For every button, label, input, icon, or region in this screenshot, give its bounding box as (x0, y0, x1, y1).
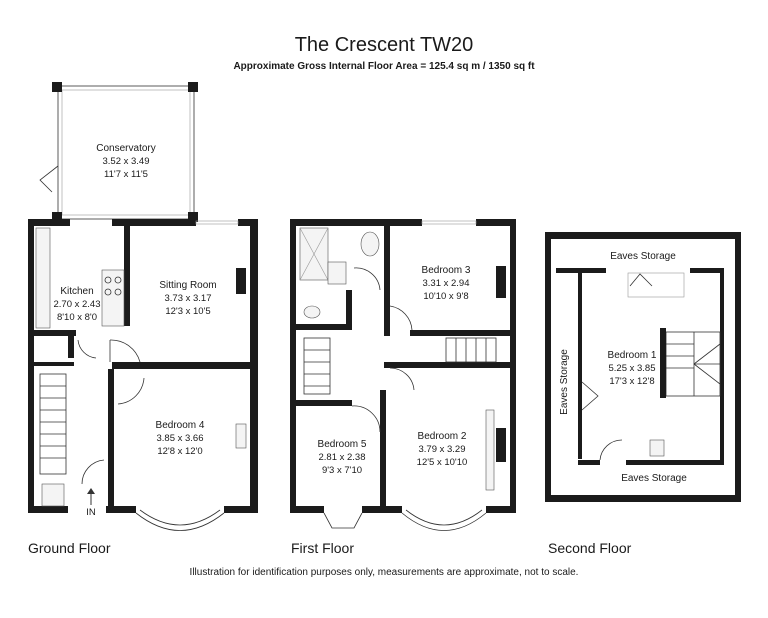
entrance-arrow-icon (87, 488, 95, 494)
bathroom-door (353, 267, 381, 291)
kitchen-imperial: 8'10 x 8'0 (57, 312, 97, 323)
ground-floor-plan (28, 82, 258, 531)
conservatory-imperial: 11'7 x 11'5 (104, 169, 148, 180)
bedroom2-metric: 3.79 x 3.29 (418, 444, 465, 455)
bedroom2-name: Bedroom 2 (418, 431, 467, 442)
eaves-bottom-door (599, 439, 623, 461)
conservatory-door (39, 165, 59, 193)
entrance-label: IN (86, 507, 96, 518)
first-floor-label: First Floor (291, 540, 354, 556)
second-floor-label: Second Floor (548, 540, 632, 556)
staircase-first (303, 337, 497, 395)
page-title: The Crescent TW20 (294, 34, 474, 56)
sitting-room-imperial: 12'3 x 10'5 (165, 306, 210, 317)
bedroom2-door (389, 367, 415, 391)
ground-floor-label: Ground Floor (28, 540, 111, 556)
wc (303, 305, 321, 319)
bedroom3-imperial: 10'10 x 9'8 (423, 291, 468, 302)
second-floor-plan (545, 232, 741, 502)
basin (327, 261, 347, 285)
disclaimer: Illustration for identification purposes… (189, 567, 579, 578)
bedroom1-imperial: 17'3 x 12'8 (609, 376, 654, 387)
kitchen-counter (35, 227, 51, 329)
conservatory-name: Conservatory (96, 143, 155, 154)
bedroom4-name: Bedroom 4 (156, 420, 205, 431)
sitting-room-metric: 3.73 x 3.17 (164, 293, 211, 304)
sitting-room-door (109, 339, 141, 363)
staircase-second (665, 331, 721, 397)
toilet (360, 231, 380, 257)
bedroom4-door (117, 377, 145, 405)
bedroom1-metric: 5.25 x 3.85 (608, 363, 655, 374)
eaves-storage-top-label: Eaves Storage (610, 251, 676, 262)
bedroom5-imperial: 9'3 x 7'10 (322, 465, 362, 476)
bedroom3-name: Bedroom 3 (422, 265, 471, 276)
kitchen-metric: 2.70 x 2.43 (53, 299, 100, 310)
bedroom5-door (351, 405, 381, 433)
bay-window-bedroom2 (401, 512, 487, 531)
eaves-storage-bottom-label: Eaves Storage (621, 473, 687, 484)
bedroom2-imperial: 12'5 x 10'10 (417, 457, 468, 468)
bay-window-bedroom5 (323, 512, 363, 529)
sitting-room-name: Sitting Room (159, 280, 216, 291)
kitchen-name: Kitchen (60, 286, 93, 297)
conservatory-metric: 3.52 x 3.49 (102, 156, 149, 167)
bedroom4-imperial: 12'8 x 12'0 (157, 446, 202, 457)
staircase-ground (39, 373, 67, 475)
bedroom1-name: Bedroom 1 (608, 350, 657, 361)
bedroom5-name: Bedroom 5 (318, 439, 367, 450)
first-floor-plan (290, 219, 516, 531)
bedroom3-metric: 3.31 x 2.94 (422, 278, 469, 289)
front-door (81, 459, 105, 485)
bedroom3-door (389, 305, 413, 331)
eaves-storage-left-label: Eaves Storage (559, 349, 570, 415)
bedroom4-metric: 3.85 x 3.66 (156, 433, 203, 444)
eaves-top-door (629, 273, 653, 287)
kitchen-door (77, 339, 97, 359)
bay-window-ground (135, 512, 225, 531)
eaves-left-door (581, 381, 599, 411)
bedroom5-metric: 2.81 x 2.38 (318, 452, 365, 463)
kitchen-hob-counter (101, 269, 125, 327)
floor-area-summary: Approximate Gross Internal Floor Area = … (233, 61, 535, 72)
